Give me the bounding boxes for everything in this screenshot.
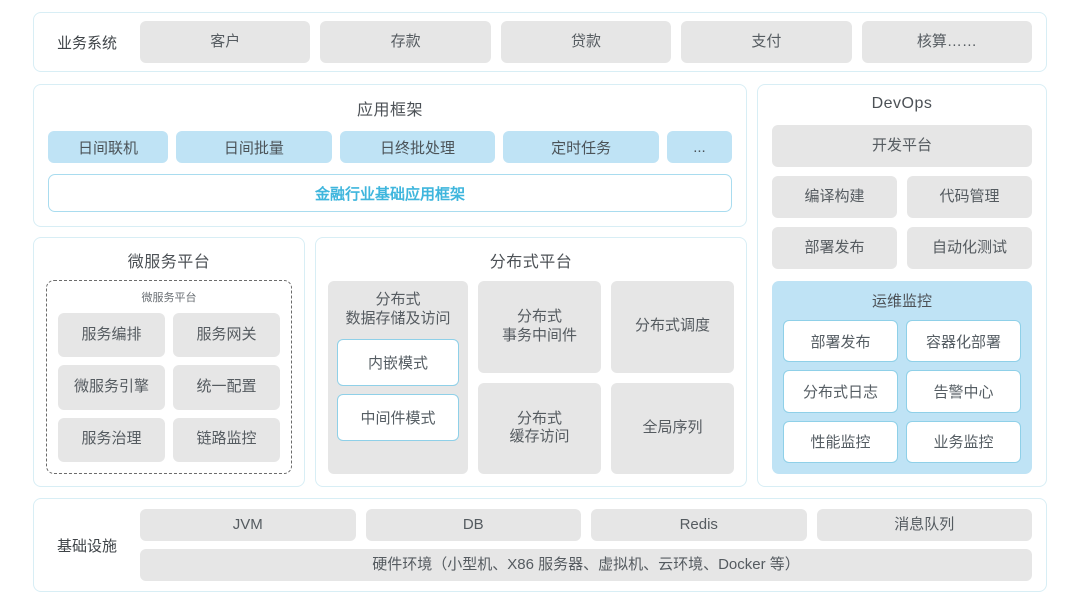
ops-monitoring-tiles: 部署发布 容器化部署 分布式日志 告警中心 性能监控 业务监控	[783, 320, 1021, 463]
distributed-platform-title: 分布式平台	[489, 254, 573, 271]
app-framework-tile-more[interactable]: ...	[666, 131, 732, 163]
middle-left-column: 应用框架 日间联机 日间批量 日终批处理 定时任务 ... 金融行业基础应用框架…	[33, 84, 747, 487]
business-system-tiles: 客户 存款 贷款 支付 核算……	[140, 21, 1033, 63]
infrastructure-tile-db[interactable]: DB	[365, 509, 581, 541]
microservice-platform-title: 微服务平台	[127, 254, 211, 271]
app-framework-tile-daytime-online[interactable]: 日间联机	[48, 131, 169, 163]
distributed-tile-cache-access[interactable]: 分布式 缓存访问	[477, 382, 601, 474]
distributed-body: 分布式 数据存储及访问 内嵌模式 中间件模式 分布式 事务中间件 分布式调度 分…	[328, 281, 734, 474]
infrastructure-tile-redis[interactable]: Redis	[591, 509, 807, 541]
business-tile-loan[interactable]: 贷款	[500, 21, 672, 63]
app-framework-tile-eod-batch[interactable]: 日终批处理	[339, 131, 496, 163]
distributed-tiles: 分布式 事务中间件 分布式调度 分布式 缓存访问 全局序列	[477, 281, 734, 474]
devops-title: DevOps	[871, 95, 933, 112]
middle-section: 应用框架 日间联机 日间批量 日终批处理 定时任务 ... 金融行业基础应用框架…	[33, 84, 1047, 487]
devops-tile-automated-testing[interactable]: 自动化测试	[907, 227, 1032, 269]
distributed-platform-panel: 分布式平台 分布式 数据存储及访问 内嵌模式 中间件模式 分布式 事务中间件 分…	[315, 237, 747, 487]
microservice-platform-panel: 微服务平台 微服务平台 服务编排 服务网关 微服务引擎 统一配置 服务治理 链路…	[33, 237, 305, 487]
app-framework-tiles: 日间联机 日间批量 日终批处理 定时任务 ...	[48, 131, 732, 163]
infrastructure-label: 基础设施	[56, 537, 117, 555]
platforms-row: 微服务平台 微服务平台 服务编排 服务网关 微服务引擎 统一配置 服务治理 链路…	[33, 237, 747, 487]
infrastructure-stack: JVM DB Redis 消息队列 硬件环境（小型机、X86 服务器、虚拟机、云…	[140, 509, 1032, 581]
microservice-dashed-box: 微服务平台 服务编排 服务网关 微服务引擎 统一配置 服务治理 链路监控	[46, 280, 292, 474]
infrastructure-tile-jvm[interactable]: JVM	[140, 509, 356, 541]
infrastructure-panel: 基础设施 JVM DB Redis 消息队列 硬件环境（小型机、X86 服务器、…	[33, 498, 1047, 592]
infrastructure-tile-hardware-environment[interactable]: 硬件环境（小型机、X86 服务器、虚拟机、云环境、Docker 等）	[140, 549, 1032, 581]
devops-tile-dev-platform[interactable]: 开发平台	[772, 125, 1032, 167]
business-system-panel: 业务系统 客户 存款 贷款 支付 核算……	[33, 12, 1047, 72]
infrastructure-tiles: JVM DB Redis 消息队列	[140, 509, 1032, 541]
distributed-storage-mode-middleware[interactable]: 中间件模式	[337, 393, 459, 441]
ops-tile-business-monitoring[interactable]: 业务监控	[906, 420, 1021, 463]
business-tile-deposit[interactable]: 存款	[320, 21, 491, 63]
microservice-tile-service-orchestration[interactable]: 服务编排	[58, 313, 165, 358]
ops-monitoring-title: 运维监控	[871, 293, 932, 310]
devops-tile-code-management[interactable]: 代码管理	[907, 176, 1032, 218]
ops-tile-distributed-logging[interactable]: 分布式日志	[783, 370, 898, 413]
business-tile-payment[interactable]: 支付	[681, 21, 852, 63]
distributed-tile-global-sequence[interactable]: 全局序列	[610, 382, 734, 474]
distributed-tile-transaction-middleware[interactable]: 分布式 事务中间件	[477, 281, 601, 373]
devops-pair-2: 部署发布 自动化测试	[772, 227, 1032, 269]
ops-tile-deploy-release[interactable]: 部署发布	[783, 320, 898, 363]
ops-tile-performance-monitoring[interactable]: 性能监控	[783, 420, 898, 463]
distributed-storage-tile[interactable]: 分布式 数据存储及访问 内嵌模式 中间件模式	[328, 281, 468, 474]
app-framework-tile-daytime-batch[interactable]: 日间批量	[176, 131, 332, 163]
microservice-tile-trace-monitoring[interactable]: 链路监控	[173, 417, 280, 462]
ops-tile-containerized-deploy[interactable]: 容器化部署	[906, 320, 1021, 363]
infrastructure-tile-message-queue[interactable]: 消息队列	[816, 509, 1032, 541]
ops-tile-alert-center[interactable]: 告警中心	[906, 370, 1021, 413]
devops-pair-1: 编译构建 代码管理	[772, 176, 1032, 218]
microservice-tile-microservice-engine[interactable]: 微服务引擎	[58, 365, 165, 410]
microservice-tile-service-gateway[interactable]: 服务网关	[173, 313, 280, 358]
devops-tile-compile-build[interactable]: 编译构建	[772, 176, 897, 218]
app-framework-tile-scheduled-task[interactable]: 定时任务	[503, 131, 659, 163]
distributed-storage-mode-embedded[interactable]: 内嵌模式	[337, 338, 459, 386]
business-tile-customer[interactable]: 客户	[140, 21, 311, 63]
devops-tile-deploy-release[interactable]: 部署发布	[772, 227, 897, 269]
business-system-label: 业务系统	[56, 34, 117, 52]
microservice-tiles: 服务编排 服务网关 微服务引擎 统一配置 服务治理 链路监控	[58, 313, 280, 462]
distributed-tile-scheduling[interactable]: 分布式调度	[610, 281, 734, 373]
ops-monitoring-box: 运维监控 部署发布 容器化部署 分布式日志 告警中心 性能监控 业务监控	[772, 281, 1032, 474]
microservice-inner-title: 微服务平台	[141, 292, 197, 304]
financial-base-framework-bar: 金融行业基础应用框架	[48, 174, 732, 212]
app-framework-panel: 应用框架 日间联机 日间批量 日终批处理 定时任务 ... 金融行业基础应用框架	[33, 84, 747, 227]
business-tile-accounting[interactable]: 核算……	[861, 21, 1033, 63]
distributed-storage-title: 分布式 数据存储及访问	[345, 291, 451, 327]
devops-panel: DevOps 开发平台 编译构建 代码管理 部署发布 自动化测试 运维监控 部署…	[757, 84, 1047, 487]
microservice-tile-service-governance[interactable]: 服务治理	[58, 417, 165, 462]
microservice-tile-unified-config[interactable]: 统一配置	[173, 365, 280, 410]
app-framework-title: 应用框架	[356, 102, 423, 119]
